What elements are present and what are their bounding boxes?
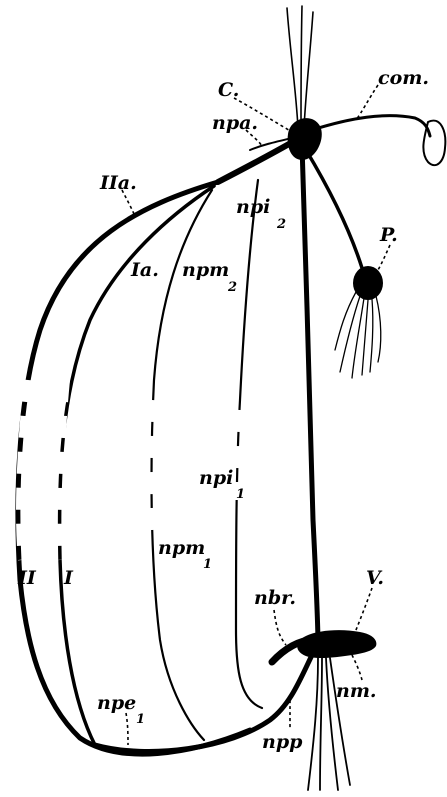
visceral-ganglion-v [297, 630, 377, 658]
label-com: com. [378, 67, 429, 89]
label-leader-lines [121, 84, 391, 746]
label-v: V. [366, 567, 384, 589]
top-nerve-right [303, 11, 314, 129]
label-p: P. [379, 224, 398, 246]
pedal-ganglion-p [353, 266, 383, 300]
label-npi1-subscript: 1 [236, 487, 245, 502]
label-npm2-subscript: 2 [227, 280, 237, 295]
label-ia: Ia. [130, 259, 159, 281]
nerve-npi-gap [234, 409, 244, 501]
commissure-end-organ [422, 119, 447, 167]
top-nerve-middle [300, 5, 303, 129]
nerve-npi [234, 178, 264, 710]
label-nbr: nbr. [254, 587, 296, 609]
nerve-npm-gap [146, 399, 156, 531]
label-npe1-subscript: 1 [136, 712, 145, 727]
label-c: C. [218, 79, 239, 101]
nerve-loop-ii-gap [16, 379, 32, 561]
label-npa: npa. [212, 112, 258, 134]
label-npp: npp [262, 731, 303, 753]
label-ii: II [17, 567, 37, 589]
pedal-nerve-fringe [334, 291, 382, 379]
lower-connecting-loop [92, 652, 315, 755]
label-nm: nm. [336, 680, 377, 702]
label-npe1: npe [97, 692, 136, 714]
label-iia: IIa. [99, 172, 137, 194]
label-npi2: npi [236, 196, 270, 218]
label-npi2-subscript: 2 [276, 217, 286, 232]
label-npi1: npi [199, 467, 233, 489]
visceral-lower-nerves [307, 657, 351, 791]
cerebral-ganglion-c [287, 118, 322, 160]
top-nerve-left [286, 7, 299, 129]
npa-thin-branch [249, 137, 293, 151]
nerve-loop-i-gap [55, 379, 70, 561]
label-i: I [63, 567, 74, 589]
anterior-pallial-trunk [215, 137, 299, 185]
main-nerve-cord [299, 142, 321, 648]
label-npm1-subscript: 1 [203, 557, 212, 572]
label-npm1: npm [158, 537, 205, 559]
label-npm2: npm [182, 259, 229, 281]
commissure-nerve [310, 114, 432, 138]
pedal-connective [304, 148, 364, 270]
